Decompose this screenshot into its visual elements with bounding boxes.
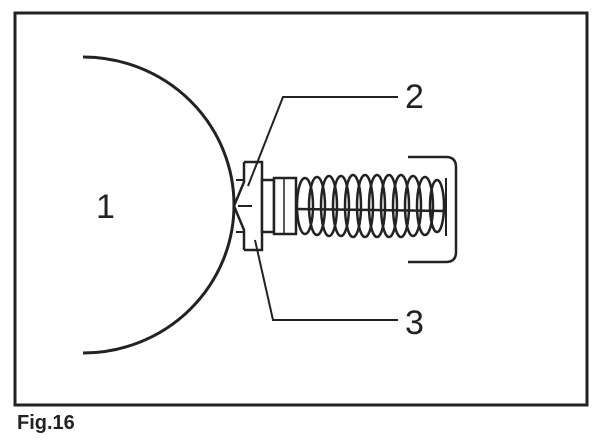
label-part-2: 2 (405, 78, 424, 116)
brush-backing-block (272, 176, 298, 236)
label-part-3: 3 (405, 304, 424, 342)
brush-base-plate (260, 178, 276, 234)
spring-lead-wire (295, 207, 447, 213)
leader-line-3 (254, 239, 398, 321)
spring (295, 173, 446, 239)
diagram-canvas: 1 2 3 (13, 11, 589, 407)
label-part-1: 1 (96, 188, 115, 226)
carbon-brush (232, 160, 264, 252)
figure-frame (13, 11, 589, 407)
leader-line-2 (247, 96, 398, 187)
figure-caption: Fig.16 (17, 412, 75, 434)
spring-end-cap (408, 155, 458, 264)
